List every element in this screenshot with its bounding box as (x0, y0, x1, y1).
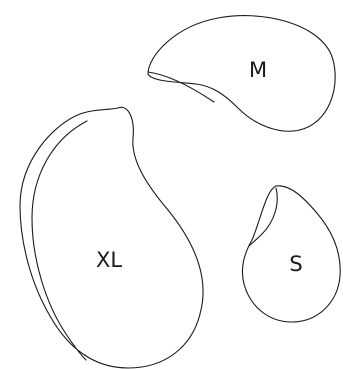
shape-m: M (148, 16, 335, 132)
shape-m-label: M (249, 58, 267, 82)
shape-s-label: S (289, 252, 302, 276)
shape-s: S (242, 186, 340, 322)
shape-m-outline (148, 16, 335, 132)
shape-xl: XL (20, 107, 203, 368)
shape-xl-label: XL (96, 248, 122, 272)
shape-xl-outline (20, 107, 203, 368)
